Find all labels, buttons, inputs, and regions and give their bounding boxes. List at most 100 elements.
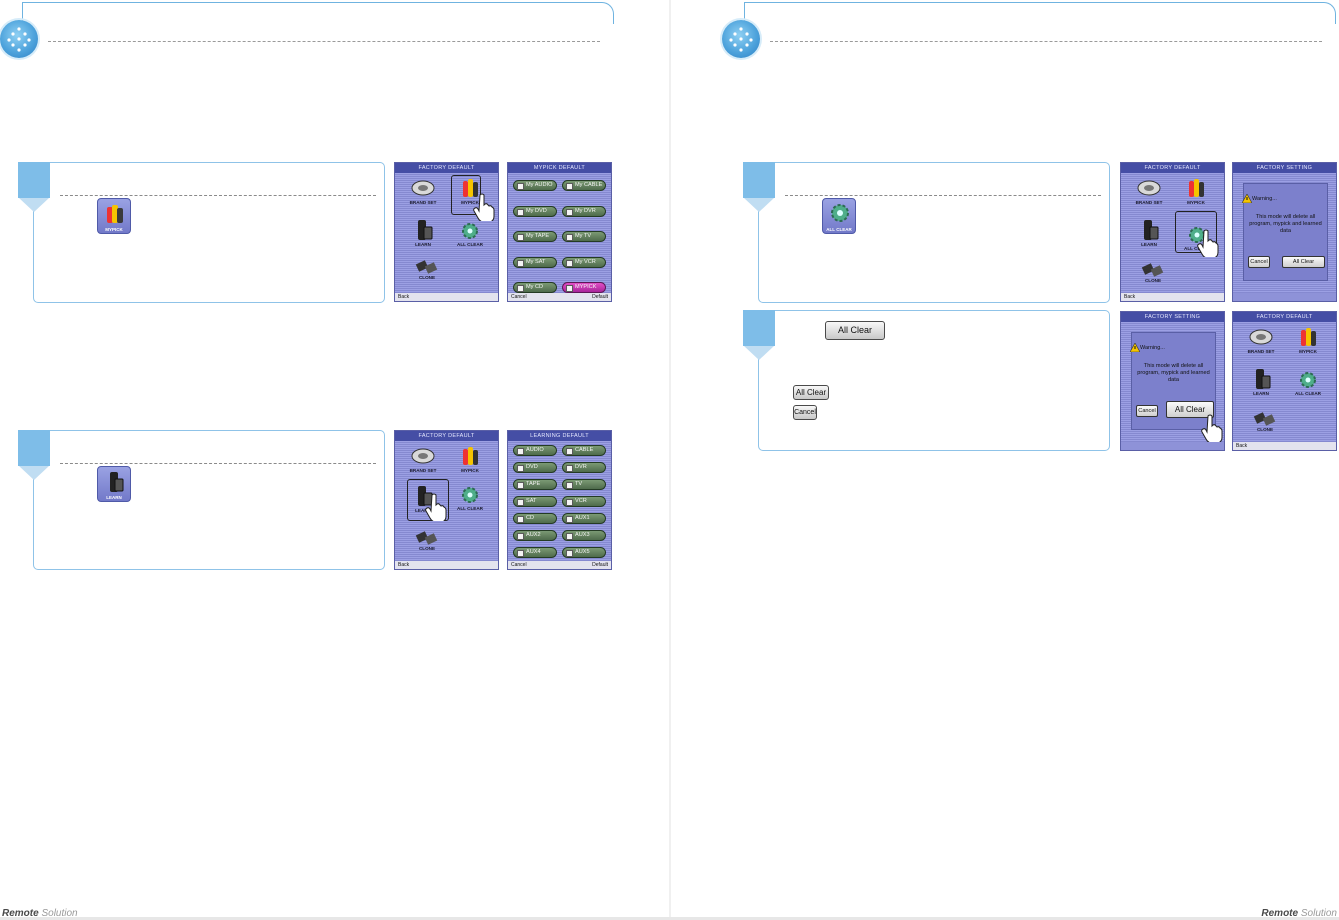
right-page-header	[722, 2, 1336, 58]
brand-set-label: BRAND SET	[409, 468, 437, 473]
screen-title: FACTORY DEFAULT	[1121, 163, 1224, 173]
warning-message: This mode will delete all program, mypic…	[1249, 214, 1322, 234]
step-number-tab	[743, 310, 775, 360]
learn-label: LEARN	[1141, 242, 1157, 247]
pill-my-dvd[interactable]: My DVD	[513, 206, 557, 217]
option-cancel-button[interactable]: Cancel	[793, 405, 817, 420]
screen-footer: Cancel Default	[508, 561, 611, 569]
learn-icon: LEARN	[403, 219, 443, 247]
screen-footer: Back	[1121, 293, 1224, 301]
screen-title: FACTORY DEFAULT	[395, 163, 498, 173]
pill-my-dvr[interactable]: My DVR	[562, 206, 606, 217]
pill-my-sat[interactable]: My SAT	[513, 257, 557, 268]
brand-set-label: BRAND SET	[1135, 200, 1163, 205]
footer-back[interactable]: Back	[1236, 443, 1248, 449]
pill-my-tape[interactable]: My TAPE	[513, 231, 557, 242]
pill-my-tv[interactable]: My TV	[562, 231, 606, 242]
pointing-hand-icon	[1197, 229, 1219, 257]
pill-my-vcr[interactable]: My VCR	[562, 257, 606, 268]
pill-aux4[interactable]: AUX4	[513, 547, 557, 558]
logo-suffix: Solution	[41, 908, 78, 919]
pill-sat[interactable]: SAT	[513, 496, 557, 507]
all-clear-label: ALL CLEAR	[457, 242, 483, 247]
mypick-screen-icon: MYPICK	[1176, 177, 1216, 205]
all-clear-icon: ALL CLEAR	[450, 485, 490, 511]
pill-vcr[interactable]: VCR	[562, 496, 606, 507]
all-clear-button-icon[interactable]: ALL CLEAR	[822, 198, 856, 234]
pill-aux1[interactable]: AUX1	[562, 513, 606, 524]
screen-title: FACTORY DEFAULT	[1233, 312, 1336, 322]
pill-mypick-selected[interactable]: MYPICK	[562, 282, 606, 293]
dots-badge-icon	[0, 20, 38, 58]
dots-badge-icon	[722, 20, 760, 58]
footer-back[interactable]: Back	[1124, 294, 1136, 300]
pill-audio[interactable]: AUDIO	[513, 445, 557, 456]
learn-icon-label: LEARN	[106, 495, 122, 500]
warning-message: This mode will delete all program, mypic…	[1137, 363, 1210, 383]
step-1-all-clear: ALL CLEAR	[743, 162, 1110, 303]
pill-my-audio[interactable]: My AUDIO	[513, 180, 557, 191]
mypick-label: MYPICK	[1299, 349, 1317, 354]
screen-title: LEARNING DEFAULT	[508, 431, 611, 441]
dialog-all-clear-button[interactable]: All Clear	[1282, 256, 1325, 268]
screen-mypick-default: MYPICK DEFAULT My AUDIO My CABLE My DVD …	[507, 162, 612, 302]
pill-aux2[interactable]: AUX2	[513, 530, 557, 541]
screen-title: MYPICK DEFAULT	[508, 163, 611, 173]
all-clear-button-graphic[interactable]: All Clear	[825, 321, 885, 340]
learn-label: LEARN	[415, 242, 431, 247]
option-all-clear-button[interactable]: All Clear	[793, 385, 829, 400]
footer-back[interactable]: Back	[398, 294, 410, 300]
warning-icon	[1130, 343, 1140, 352]
screen-title: FACTORY SETTING	[1121, 312, 1224, 322]
pill-my-cd[interactable]: My CD	[513, 282, 557, 293]
dialog-cancel-button[interactable]: Cancel	[1136, 405, 1158, 417]
brand-set-label: BRAND SET	[1247, 349, 1275, 354]
step-dashed-rule	[785, 195, 1101, 196]
clone-icon: CLONE	[407, 258, 447, 280]
pill-dvd[interactable]: DVD	[513, 462, 557, 473]
selection-frame	[1175, 211, 1217, 253]
screen-footer: Back	[395, 561, 498, 569]
pill-tv[interactable]: TV	[562, 479, 606, 490]
all-clear-icon: ALL CLEAR	[1288, 370, 1328, 396]
pill-aux3[interactable]: AUX3	[562, 530, 606, 541]
step-number-tab	[743, 162, 775, 212]
dialog-all-clear-button-pressed[interactable]: All Clear	[1166, 401, 1214, 418]
brand-set-icon: BRAND SET	[403, 177, 443, 205]
screen-factory-default-4: FACTORY DEFAULT BRAND SET MYPICK LEARN A…	[1232, 311, 1337, 451]
footer-cancel[interactable]: Cancel	[511, 294, 527, 300]
logo-suffix: Solution	[1300, 908, 1337, 919]
screen-footer: Back	[1233, 442, 1336, 450]
dialog-cancel-button[interactable]: Cancel	[1248, 256, 1270, 268]
learn-label: LEARN	[1253, 391, 1269, 396]
screen-title: FACTORY SETTING	[1233, 163, 1336, 173]
pill-dvr[interactable]: DVR	[562, 462, 606, 473]
screen-factory-default-2: FACTORY DEFAULT BRAND SET MYPICK LEARN A…	[394, 430, 499, 570]
clone-icon: CLONE	[1133, 261, 1173, 283]
pill-tape[interactable]: TAPE	[513, 479, 557, 490]
pill-cable[interactable]: CABLE	[562, 445, 606, 456]
step-number-tab	[18, 162, 50, 212]
footer-default[interactable]: Default	[592, 562, 608, 568]
bottom-rule	[0, 917, 1339, 920]
remote-solution-logo-right: Remote Solution	[1261, 908, 1337, 919]
learn-label: LEARN	[415, 508, 431, 513]
step-1-mypick: MYPICK	[18, 162, 385, 303]
footer-default[interactable]: Default	[592, 294, 608, 300]
mypick-icon-label: MYPICK	[105, 227, 123, 232]
pill-my-cable[interactable]: My CABLE	[562, 180, 606, 191]
pointing-hand-icon	[473, 193, 495, 221]
footer-back[interactable]: Back	[398, 562, 410, 568]
warning-title: Warning...	[1252, 196, 1277, 202]
screen-factory-setting-2: FACTORY SETTING Warning... This mode wil…	[1120, 311, 1225, 451]
learn-icon: LEARN	[403, 485, 443, 513]
pill-cd[interactable]: CD	[513, 513, 557, 524]
learn-button-icon[interactable]: LEARN	[97, 466, 131, 502]
mypick-screen-icon: MYPICK	[1288, 326, 1328, 354]
mypick-icon[interactable]: MYPICK	[97, 198, 131, 234]
pill-aux5[interactable]: AUX5	[562, 547, 606, 558]
footer-cancel[interactable]: Cancel	[511, 562, 527, 568]
brand-set-label: BRAND SET	[409, 200, 437, 205]
selection-frame	[407, 479, 449, 521]
step-dashed-rule	[60, 463, 376, 464]
